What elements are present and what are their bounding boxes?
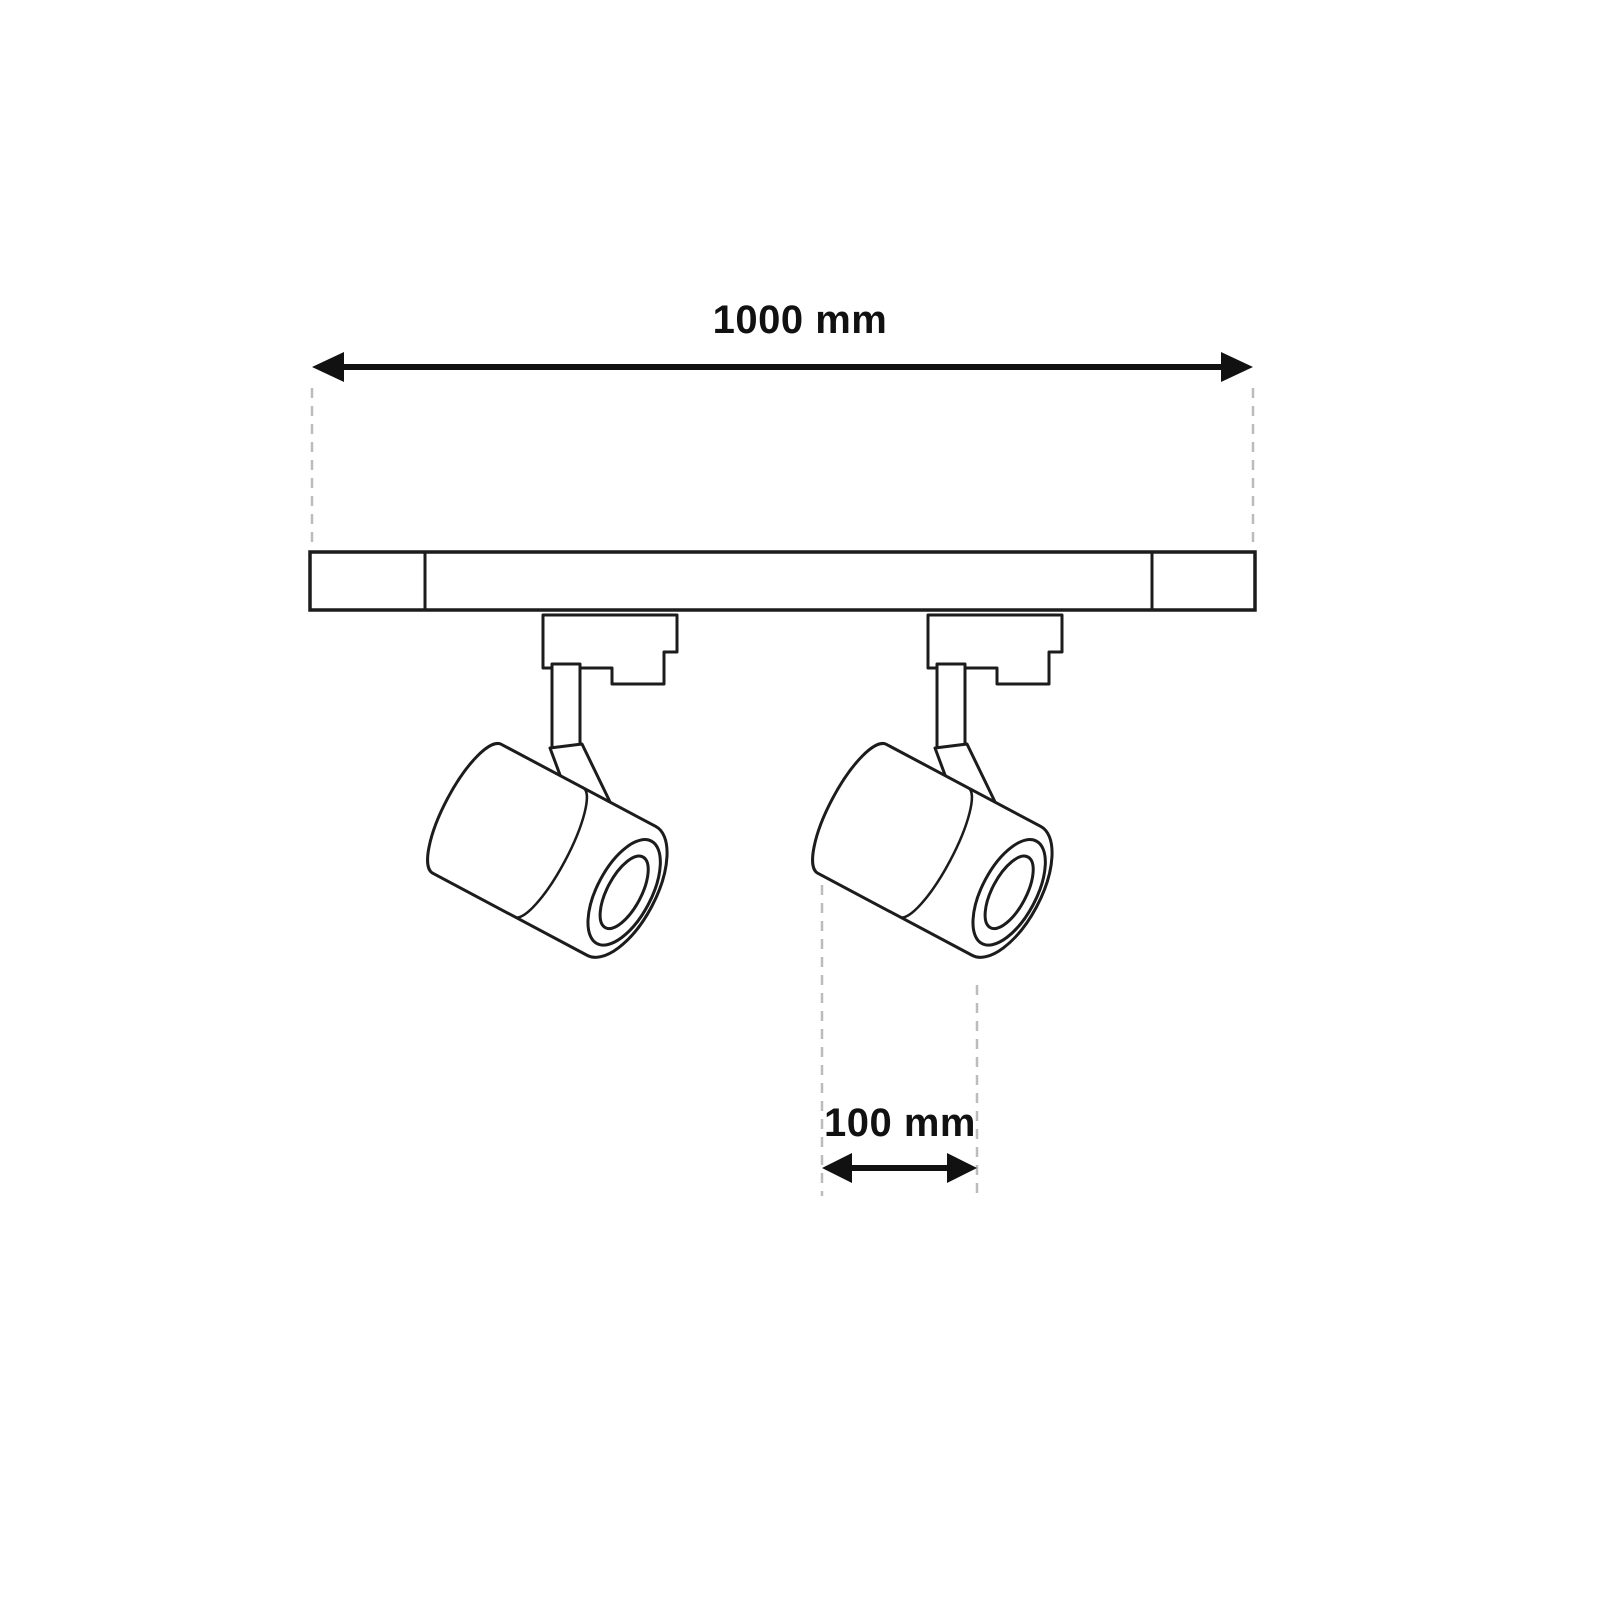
spotlight-2: [796, 662, 1073, 973]
arrowhead-left-icon: [312, 352, 344, 382]
spotlight-stem: [550, 662, 582, 750]
track-length-label: 1000 mm: [713, 298, 888, 342]
arrowhead-right-icon: [947, 1153, 977, 1183]
spotlight-1: [411, 662, 688, 973]
track-rail-body: [308, 550, 1257, 612]
arrowhead-left-icon: [822, 1153, 852, 1183]
spotlight-head: [796, 732, 1073, 973]
spot-width-label: 100 mm: [824, 1101, 976, 1145]
track-rail: [308, 550, 1257, 612]
dimension-spot-width: 100 mm: [820, 885, 979, 1196]
dimension-track-length: 1000 mm: [310, 298, 1255, 549]
arrowhead-right-icon: [1221, 352, 1253, 382]
spotlight-stem: [935, 662, 967, 750]
spotlight-head: [411, 732, 688, 973]
